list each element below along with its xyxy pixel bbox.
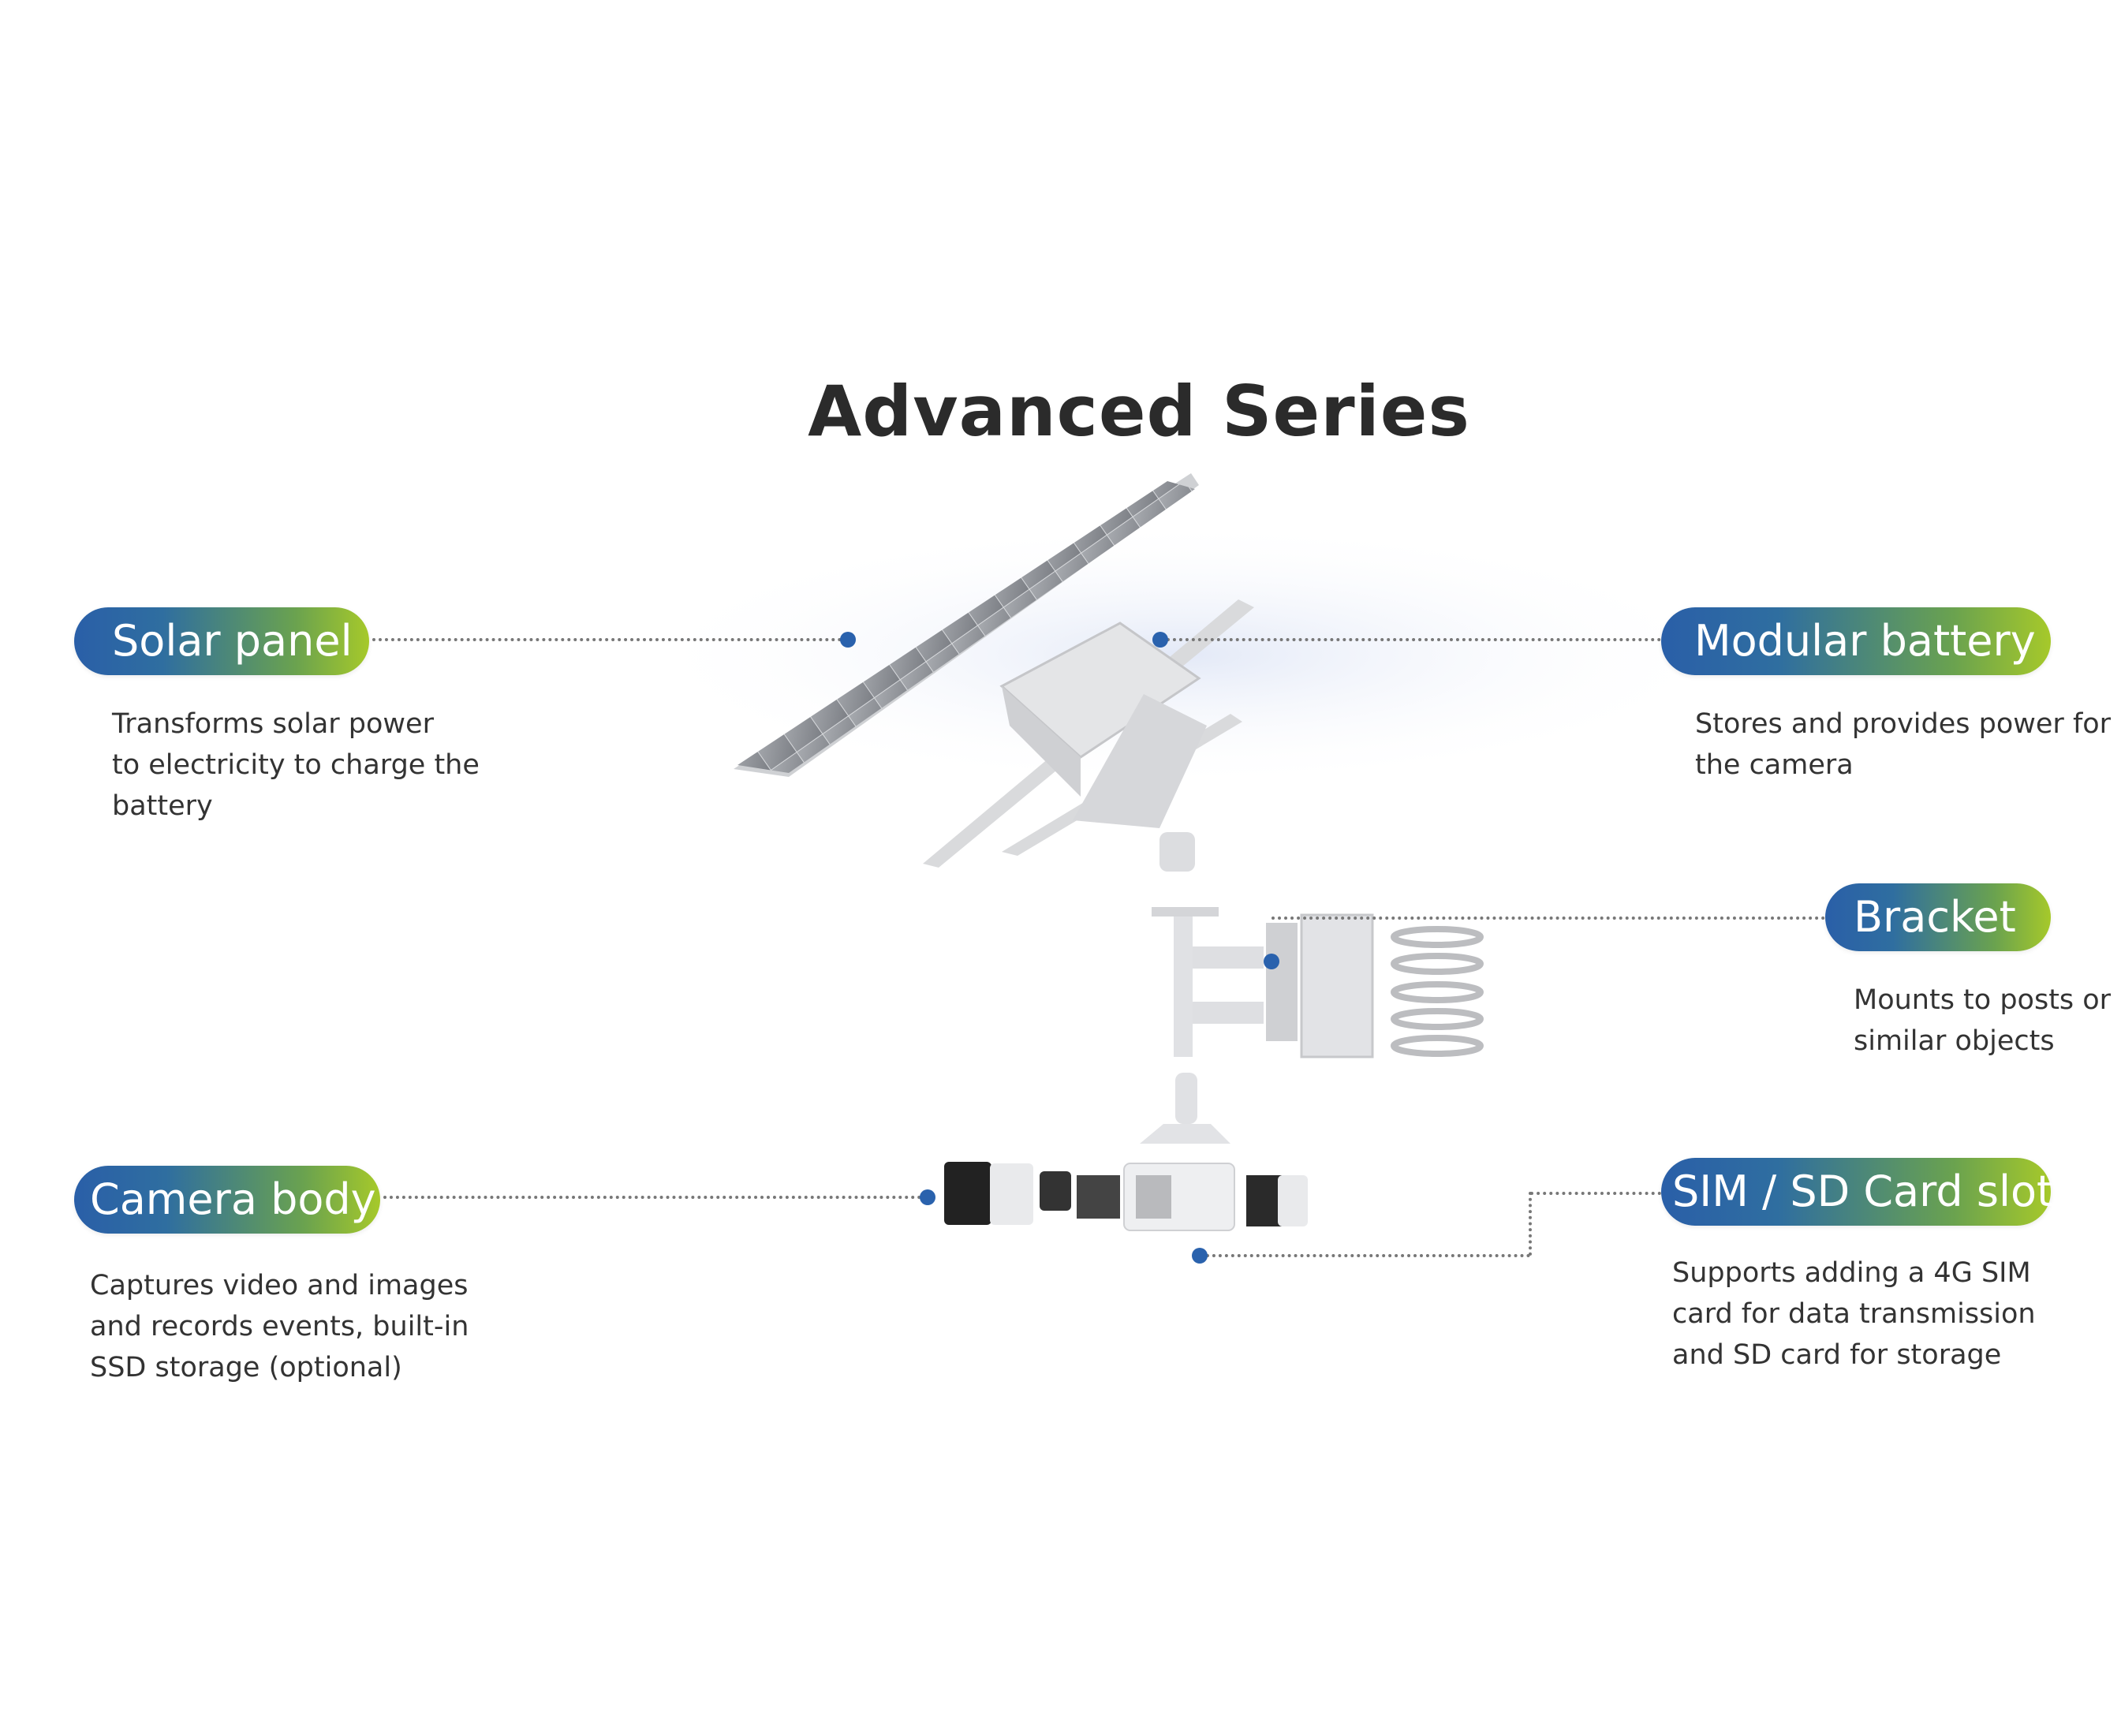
sim-sd-description: Supports adding a 4G SIM card for data t… <box>1672 1253 2036 1376</box>
sim-sd-connector-bottom <box>1200 1254 1530 1257</box>
solar-panel-description: Transforms solar power to electricity to… <box>112 704 480 827</box>
modular-battery-description: Stores and provides power for the camera <box>1695 704 2111 786</box>
camera-body-label: Camera body <box>74 1166 380 1234</box>
solar-panel-marker <box>840 632 856 648</box>
desc-line: similar objects <box>1854 1025 2055 1057</box>
sim-sd-connector-top <box>1530 1192 1661 1195</box>
page-title: Advanced Series <box>808 371 1470 452</box>
bracket-shape <box>1174 911 1193 1057</box>
desc-line: and records events, built-in <box>90 1311 469 1342</box>
desc-line: SSD storage (optional) <box>90 1352 402 1383</box>
solar-panel-label: Solar panel <box>74 607 369 675</box>
modular-battery-label: Modular battery <box>1661 607 2051 675</box>
camera-body-description: Captures video and images and records ev… <box>90 1265 469 1388</box>
bracket-connector <box>1271 917 1825 920</box>
desc-line: Mounts to posts or <box>1854 984 2112 1016</box>
desc-line: Supports adding a 4G SIM <box>1672 1257 2031 1289</box>
sim-sd-marker <box>1192 1248 1208 1264</box>
desc-line: and SD card for storage <box>1672 1339 2002 1371</box>
desc-line: to electricity to charge the <box>112 749 480 781</box>
sim-sd-slot-label: SIM / SD Card slot <box>1661 1158 2053 1226</box>
camera-body-marker <box>920 1189 935 1205</box>
modular-battery-marker <box>1152 632 1168 648</box>
sim-sd-connector-vertical <box>1529 1192 1532 1256</box>
desc-line: Stores and provides power for <box>1695 708 2112 740</box>
bracket-label: Bracket <box>1825 883 2051 951</box>
desc-line: battery <box>112 790 213 822</box>
camera-body-shape <box>944 1162 991 1225</box>
desc-line: Captures video and images <box>90 1270 469 1301</box>
desc-line: the camera <box>1695 749 1854 781</box>
bracket-description: Mounts to posts or similar objects <box>1854 980 2111 1062</box>
bracket-marker <box>1264 954 1279 969</box>
modular-battery-connector <box>1160 638 1661 641</box>
camera-body-connector <box>383 1196 928 1199</box>
desc-line: Transforms solar power <box>112 708 434 740</box>
desc-line: card for data transmission <box>1672 1298 2036 1330</box>
solar-panel-connector <box>372 638 848 641</box>
